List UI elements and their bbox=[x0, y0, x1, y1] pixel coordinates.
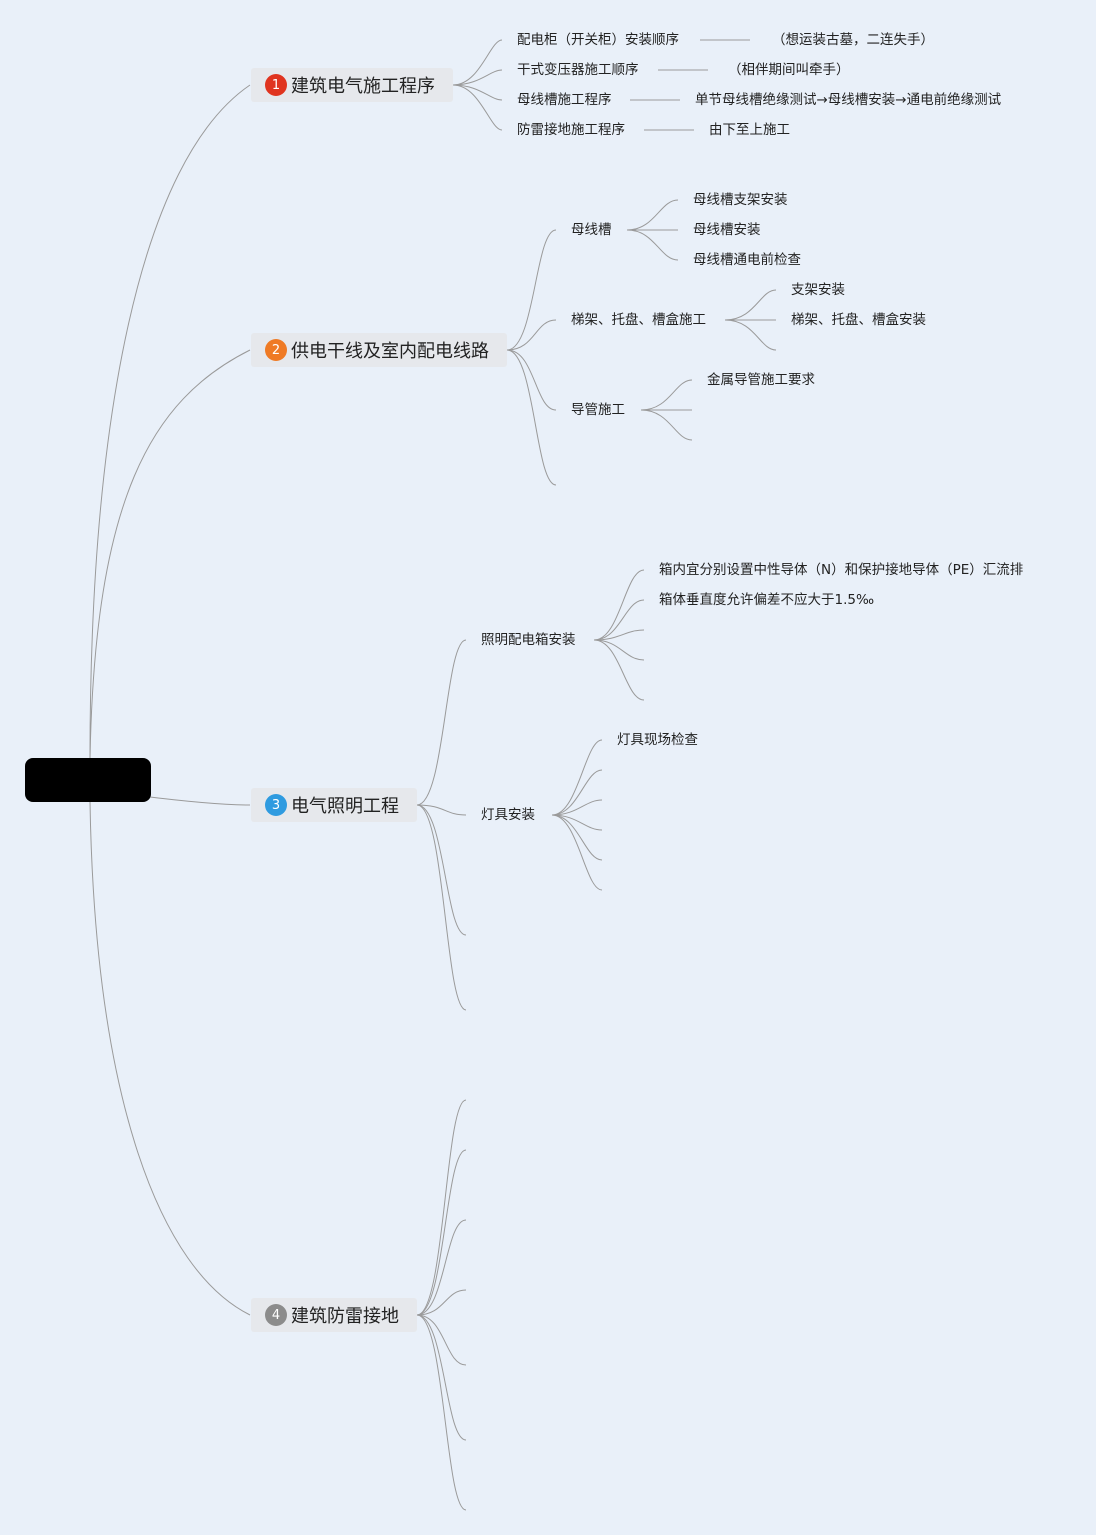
subtopic-cable-tray[interactable]: 梯架、托盘、槽盒施工 bbox=[571, 312, 706, 328]
leaf-verticality-tolerance[interactable]: 箱体垂直度允许偏差不应大于1.5‰ bbox=[659, 592, 875, 608]
leaf-lamp-inspection[interactable]: 灯具现场检查 bbox=[617, 732, 698, 748]
topic-label: 建筑防雷接地 bbox=[291, 1306, 399, 1327]
number-3-icon: 3 bbox=[265, 794, 287, 816]
leaf-busway-check[interactable]: 母线槽通电前检查 bbox=[693, 252, 801, 268]
subtopic-lamp-install[interactable]: 灯具安装 bbox=[481, 807, 535, 823]
leaf-busway-bracket[interactable]: 母线槽支架安装 bbox=[693, 192, 788, 208]
subtopic-transformer-order[interactable]: 干式变压器施工顺序 bbox=[517, 62, 639, 78]
topic-power-supply-lines[interactable]: 2 供电干线及室内配电线路 bbox=[251, 333, 507, 367]
subtopic-switchgear-order[interactable]: 配电柜（开关柜）安装顺序 bbox=[517, 32, 679, 48]
leaf-bracket-install[interactable]: 支架安装 bbox=[791, 282, 845, 298]
number-2-icon: 2 bbox=[265, 339, 287, 361]
leaf-metal-conduit[interactable]: 金属导管施工要求 bbox=[707, 372, 815, 388]
note-transformer-mnemonic[interactable]: （相伴期间叫牵手） bbox=[728, 62, 850, 78]
subtopic-busway-procedure[interactable]: 母线槽施工程序 bbox=[517, 92, 612, 108]
topic-label: 电气照明工程 bbox=[291, 796, 399, 817]
leaf-tray-install[interactable]: 梯架、托盘、槽盒安装 bbox=[791, 312, 926, 328]
note-grounding-order[interactable]: 由下至上施工 bbox=[709, 122, 790, 138]
topic-construction-procedure[interactable]: 1 建筑电气施工程序 bbox=[251, 68, 453, 102]
subtopic-conduit[interactable]: 导管施工 bbox=[571, 402, 625, 418]
leaf-busbar-requirement[interactable]: 箱内宜分别设置中性导体（N）和保护接地导体（PE）汇流排 bbox=[659, 562, 1024, 578]
topic-electrical-lighting[interactable]: 3 电气照明工程 bbox=[251, 788, 417, 822]
subtopic-grounding-procedure[interactable]: 防雷接地施工程序 bbox=[517, 122, 625, 138]
topic-lightning-protection[interactable]: 4 建筑防雷接地 bbox=[251, 1298, 417, 1332]
topic-label: 供电干线及室内配电线路 bbox=[291, 341, 489, 362]
note-busway-steps[interactable]: 单节母线槽绝缘测试→母线槽安装→通电前绝缘测试 bbox=[695, 92, 1002, 108]
root-node[interactable] bbox=[25, 758, 151, 802]
number-1-icon: 1 bbox=[265, 74, 287, 96]
note-switchgear-mnemonic[interactable]: （想运装古墓，二连失手） bbox=[772, 32, 934, 48]
leaf-busway-install[interactable]: 母线槽安装 bbox=[693, 222, 761, 238]
subtopic-busway[interactable]: 母线槽 bbox=[571, 222, 612, 238]
subtopic-lighting-box[interactable]: 照明配电箱安装 bbox=[481, 632, 576, 648]
number-4-icon: 4 bbox=[265, 1304, 287, 1326]
topic-label: 建筑电气施工程序 bbox=[291, 76, 435, 97]
